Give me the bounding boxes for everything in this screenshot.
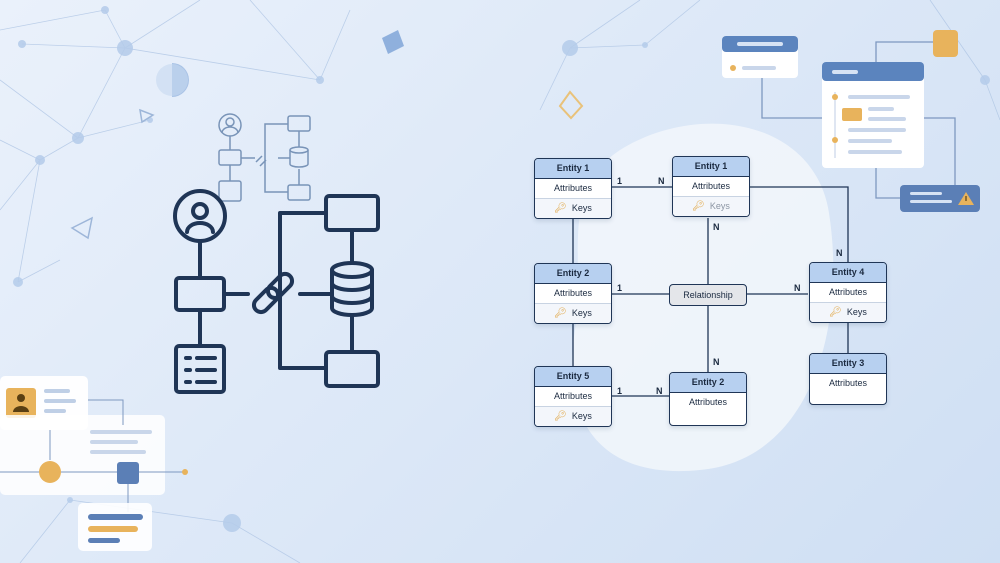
- entity-attributes: Attributes: [691, 181, 731, 191]
- cardinality-label: N: [713, 357, 720, 367]
- entity-keys: Keys: [571, 203, 592, 213]
- entity-box: Entity 4 Attributes 🔑︎ Keys: [809, 262, 887, 323]
- entity-attributes: Attributes: [828, 378, 868, 388]
- entity-box: Entity 1 Attributes 🔑︎ Keys: [672, 156, 750, 217]
- entity-attributes: Attributes: [553, 391, 593, 401]
- entity-attributes: Attributes: [553, 288, 593, 298]
- entity-box: Entity 3 Attributes: [809, 353, 887, 405]
- entity-attributes: Attributes: [828, 287, 868, 297]
- entity-box: Entity 2 Attributes: [669, 372, 747, 426]
- entity-title: Entity 5: [535, 367, 611, 387]
- key-icon: 🔑︎: [692, 201, 705, 212]
- cardinality-label: N: [713, 222, 720, 232]
- entity-title: Entity 1: [535, 159, 611, 179]
- entity-title: Entity 3: [810, 354, 886, 374]
- entity-title: Entity 1: [673, 157, 749, 177]
- entity-keys-row: 🔑︎ Keys: [535, 303, 611, 323]
- cardinality-label: 1: [617, 386, 623, 396]
- entity-box: Entity 2 Attributes 🔑︎ Keys: [534, 263, 612, 324]
- entity-attributes: Attributes: [688, 397, 728, 407]
- entity-keys-row: 🔑︎ Keys: [810, 302, 886, 322]
- entity-title: Entity 4: [810, 263, 886, 283]
- key-icon: 🔑︎: [554, 411, 567, 422]
- entity-keys: Keys: [571, 411, 592, 421]
- entity-box: Entity 1 Attributes 🔑︎ Keys: [534, 158, 612, 219]
- entity-attributes: Attributes: [553, 183, 593, 193]
- cardinality-label: N: [658, 176, 665, 186]
- entity-keys-row: 🔑︎ Keys: [535, 198, 611, 218]
- cardinality-label: 1: [617, 176, 623, 186]
- relationship-node: Relationship: [669, 284, 747, 306]
- entity-keys: Keys: [709, 201, 730, 211]
- cardinality-label: N: [836, 248, 843, 258]
- cardinality-label: N: [794, 283, 801, 293]
- entity-keys: Keys: [571, 308, 592, 318]
- entity-keys-row: 🔑︎ Keys: [673, 196, 749, 216]
- cardinality-label: N: [656, 386, 663, 396]
- cardinality-label: 1: [617, 283, 623, 293]
- entity-title: Entity 2: [535, 264, 611, 284]
- key-icon: 🔑︎: [554, 308, 567, 319]
- key-icon: 🔑︎: [829, 307, 842, 318]
- entity-keys-row: 🔑︎ Keys: [535, 406, 611, 426]
- entity-keys: Keys: [846, 307, 867, 317]
- entity-title: Entity 2: [670, 373, 746, 393]
- key-icon: 🔑︎: [554, 203, 567, 214]
- entity-box: Entity 5 Attributes 🔑︎ Keys: [534, 366, 612, 427]
